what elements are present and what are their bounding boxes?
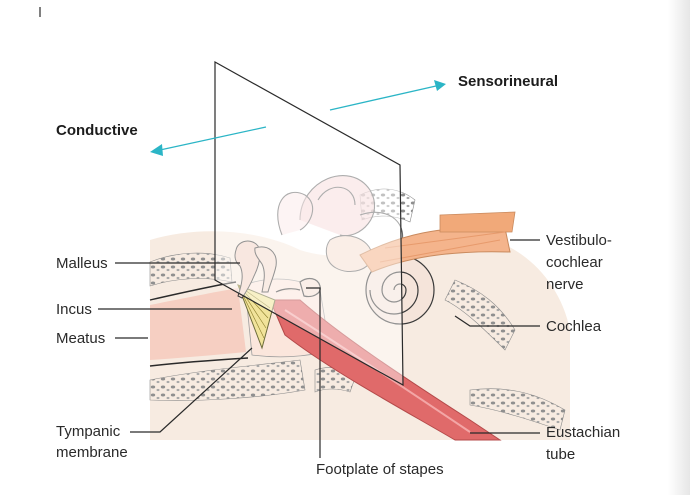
meatus-label: Meatus [56, 330, 105, 348]
page-edge-shadow [668, 0, 690, 495]
tympanic-membrane-label-line1: Tympanic [56, 423, 120, 441]
malleus-label: Malleus [56, 255, 108, 273]
cochlea-label: Cochlea [546, 318, 601, 336]
conductive-label: Conductive [56, 122, 138, 140]
vestibulocochlear-label-line3: nerve [546, 274, 584, 296]
vestibulocochlear-label-line2: cochlear [546, 252, 603, 274]
footplate-of-stapes-label: Footplate of stapes [316, 461, 444, 479]
eustachian-tube-label-line2: tube [546, 446, 575, 464]
sensorineural-label: Sensorineural [458, 73, 558, 91]
incus-label: Incus [56, 301, 92, 319]
sensorineural-arrow [330, 80, 446, 110]
vestibulocochlear-label-line1: Vestibulo- [546, 230, 612, 252]
tympanic-membrane-label-line2: membrane [56, 444, 128, 462]
eustachian-tube-label-line1: Eustachian [546, 424, 620, 442]
